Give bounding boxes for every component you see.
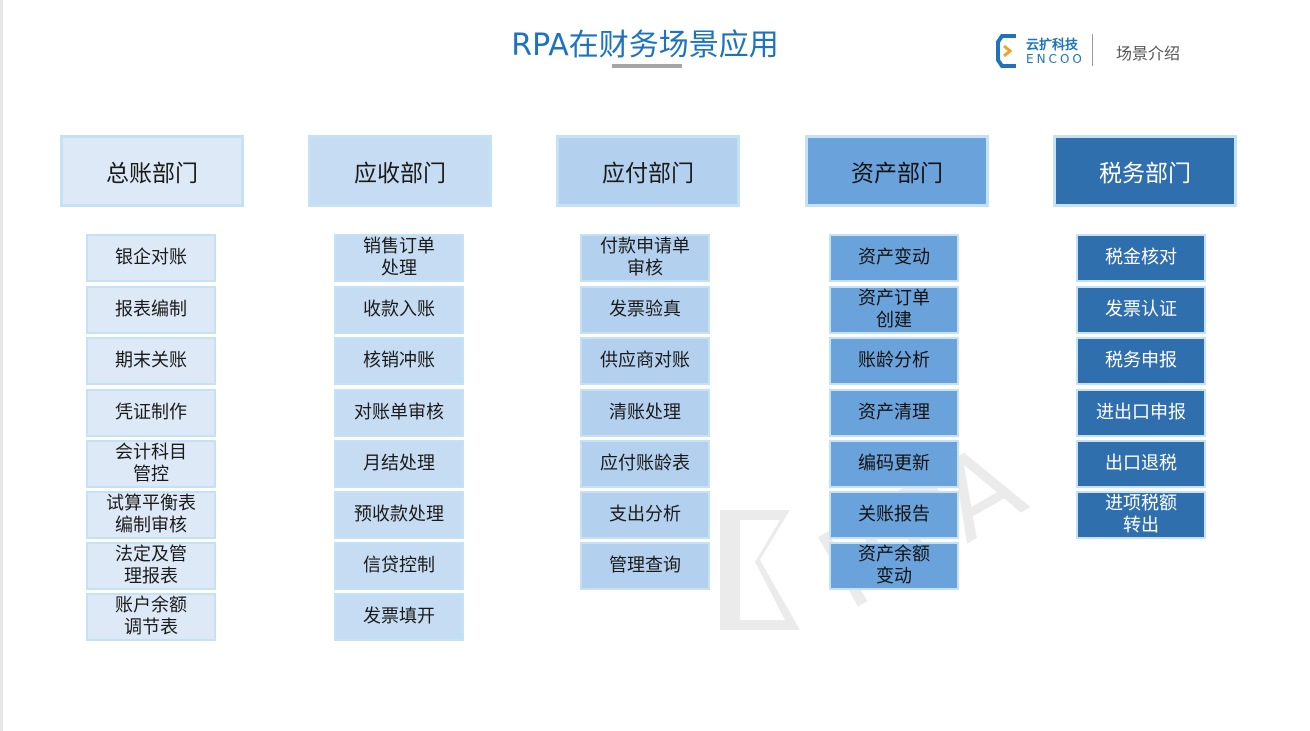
scenario-item: 银企对账	[86, 234, 216, 282]
scenario-item: 管理查询	[580, 542, 710, 590]
title-underline	[612, 64, 682, 68]
scenario-item: 凭证制作	[86, 389, 216, 437]
encoo-logo-icon	[996, 34, 1016, 68]
brand-separator	[1092, 34, 1093, 66]
scenario-item: 关账报告	[829, 491, 959, 539]
scenario-item: 发票填开	[334, 593, 464, 641]
left-edge-rule	[0, 0, 3, 731]
scenario-item: 编码更新	[829, 440, 959, 488]
scenario-item: 资产订单 创建	[829, 286, 959, 334]
scenario-item: 法定及管 理报表	[86, 542, 216, 590]
department-header: 应收部门	[308, 135, 492, 207]
scenario-item: 账户余额 调节表	[86, 593, 216, 641]
scenario-item: 资产清理	[829, 389, 959, 437]
department-header: 总账部门	[60, 135, 244, 207]
scenario-item: 发票认证	[1076, 286, 1206, 334]
department-header: 资产部门	[805, 135, 989, 207]
scenario-item: 资产余额 变动	[829, 542, 959, 590]
scenario-item: 信贷控制	[334, 542, 464, 590]
scenario-item: 税务申报	[1076, 337, 1206, 385]
scenario-item: 进出口申报	[1076, 389, 1206, 437]
scenario-item: 应付账龄表	[580, 440, 710, 488]
scenario-item: 报表编制	[86, 286, 216, 334]
scenario-item: 试算平衡表 编制审核	[86, 491, 216, 539]
scenario-item: 税金核对	[1076, 234, 1206, 282]
scenario-item: 对账单审核	[334, 389, 464, 437]
section-label: 场景介绍	[1116, 44, 1181, 63]
scenario-item: 收款入账	[334, 286, 464, 334]
department-header: 税务部门	[1053, 135, 1237, 207]
scenario-item: 月结处理	[334, 440, 464, 488]
brand-name-cn: 云扩科技	[1026, 38, 1079, 53]
scenario-item: 账龄分析	[829, 337, 959, 385]
scenario-item: 进项税额 转出	[1076, 491, 1206, 539]
scenario-item: 供应商对账	[580, 337, 710, 385]
scenario-item: 清账处理	[580, 389, 710, 437]
scenario-item: 资产变动	[829, 234, 959, 282]
scenario-item: 会计科目 管控	[86, 440, 216, 488]
brand-name-en: ENCOO	[1026, 52, 1085, 66]
department-header: 应付部门	[556, 135, 740, 207]
scenario-item: 销售订单 处理	[334, 234, 464, 282]
scenario-item: 期末关账	[86, 337, 216, 385]
scenario-item: 预收款处理	[334, 491, 464, 539]
scenario-item: 核销冲账	[334, 337, 464, 385]
scenario-item: 支出分析	[580, 491, 710, 539]
scenario-item: 出口退税	[1076, 440, 1206, 488]
scenario-item: 发票验真	[580, 286, 710, 334]
scenario-item: 付款申请单 审核	[580, 234, 710, 282]
page-title: RPA在财务场景应用	[511, 28, 779, 63]
